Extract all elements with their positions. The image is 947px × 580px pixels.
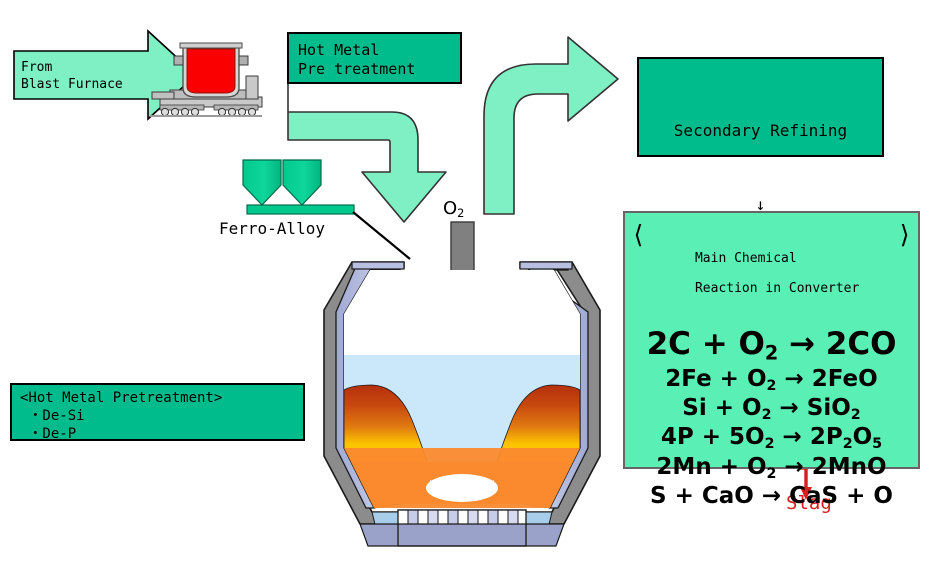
chem-header-line1: Main Chemical: [694, 250, 797, 266]
box-secondary-refining: Secondary Refining ↓ Continuous Casting: [637, 57, 884, 288]
label-oxygen-lance: O2: [443, 198, 464, 220]
chem-panel-header: ⟨ Main Chemical Reaction in Converter ⟩: [631, 220, 912, 327]
label-from-blast-furnace: From Blast Furnace: [21, 60, 123, 92]
label-slag: Slag: [786, 492, 832, 514]
label-hot-metal-pre-treatment: Hot Metal Pre treatment: [287, 32, 462, 84]
equation-manganese: 2Mn + O2 → 2MnO: [656, 453, 887, 482]
label-ferro-alloy: Ferro-Alloy: [219, 219, 325, 238]
angle-bracket-right-icon: ⟩: [896, 220, 912, 249]
bottom-tuyere-bricks: [359, 509, 565, 547]
arrow-hot-metal-to-converter: [287, 83, 447, 223]
panel-main-chemical-reactions: ⟨ Main Chemical Reaction in Converter ⟩ …: [623, 211, 920, 507]
equation-phosphorus: 4P + 5O2 → 2P2O5: [660, 424, 883, 453]
bof-converter-vessel: [323, 261, 601, 547]
secondary-refining-line1: Secondary Refining: [673, 120, 848, 140]
equation-silicon: Si + O2 → SiO2: [682, 395, 861, 424]
chem-header-line2: Reaction in Converter: [694, 281, 860, 297]
o2-element: O: [443, 198, 458, 219]
down-arrow-icon: ↓: [755, 194, 766, 214]
equation-sulfur: S + CaO → CaS + O: [650, 482, 893, 509]
equation-iron: 2Fe + O2 → 2FeO: [665, 365, 878, 394]
box-hot-metal-pretreatment-details: <Hot Metal Pretreatment> ・De-Si ・De-P: [10, 383, 305, 442]
ferro-alloy-hoppers: [242, 159, 411, 260]
angle-bracket-left-icon: ⟨: [631, 220, 647, 249]
torpedo-ladle-car: [150, 42, 263, 117]
o2-subscript: 2: [457, 206, 465, 221]
arrow-converter-to-secondary-refining: [483, 36, 619, 215]
equation-carbon: 2C + O2 → 2CO: [646, 326, 897, 365]
